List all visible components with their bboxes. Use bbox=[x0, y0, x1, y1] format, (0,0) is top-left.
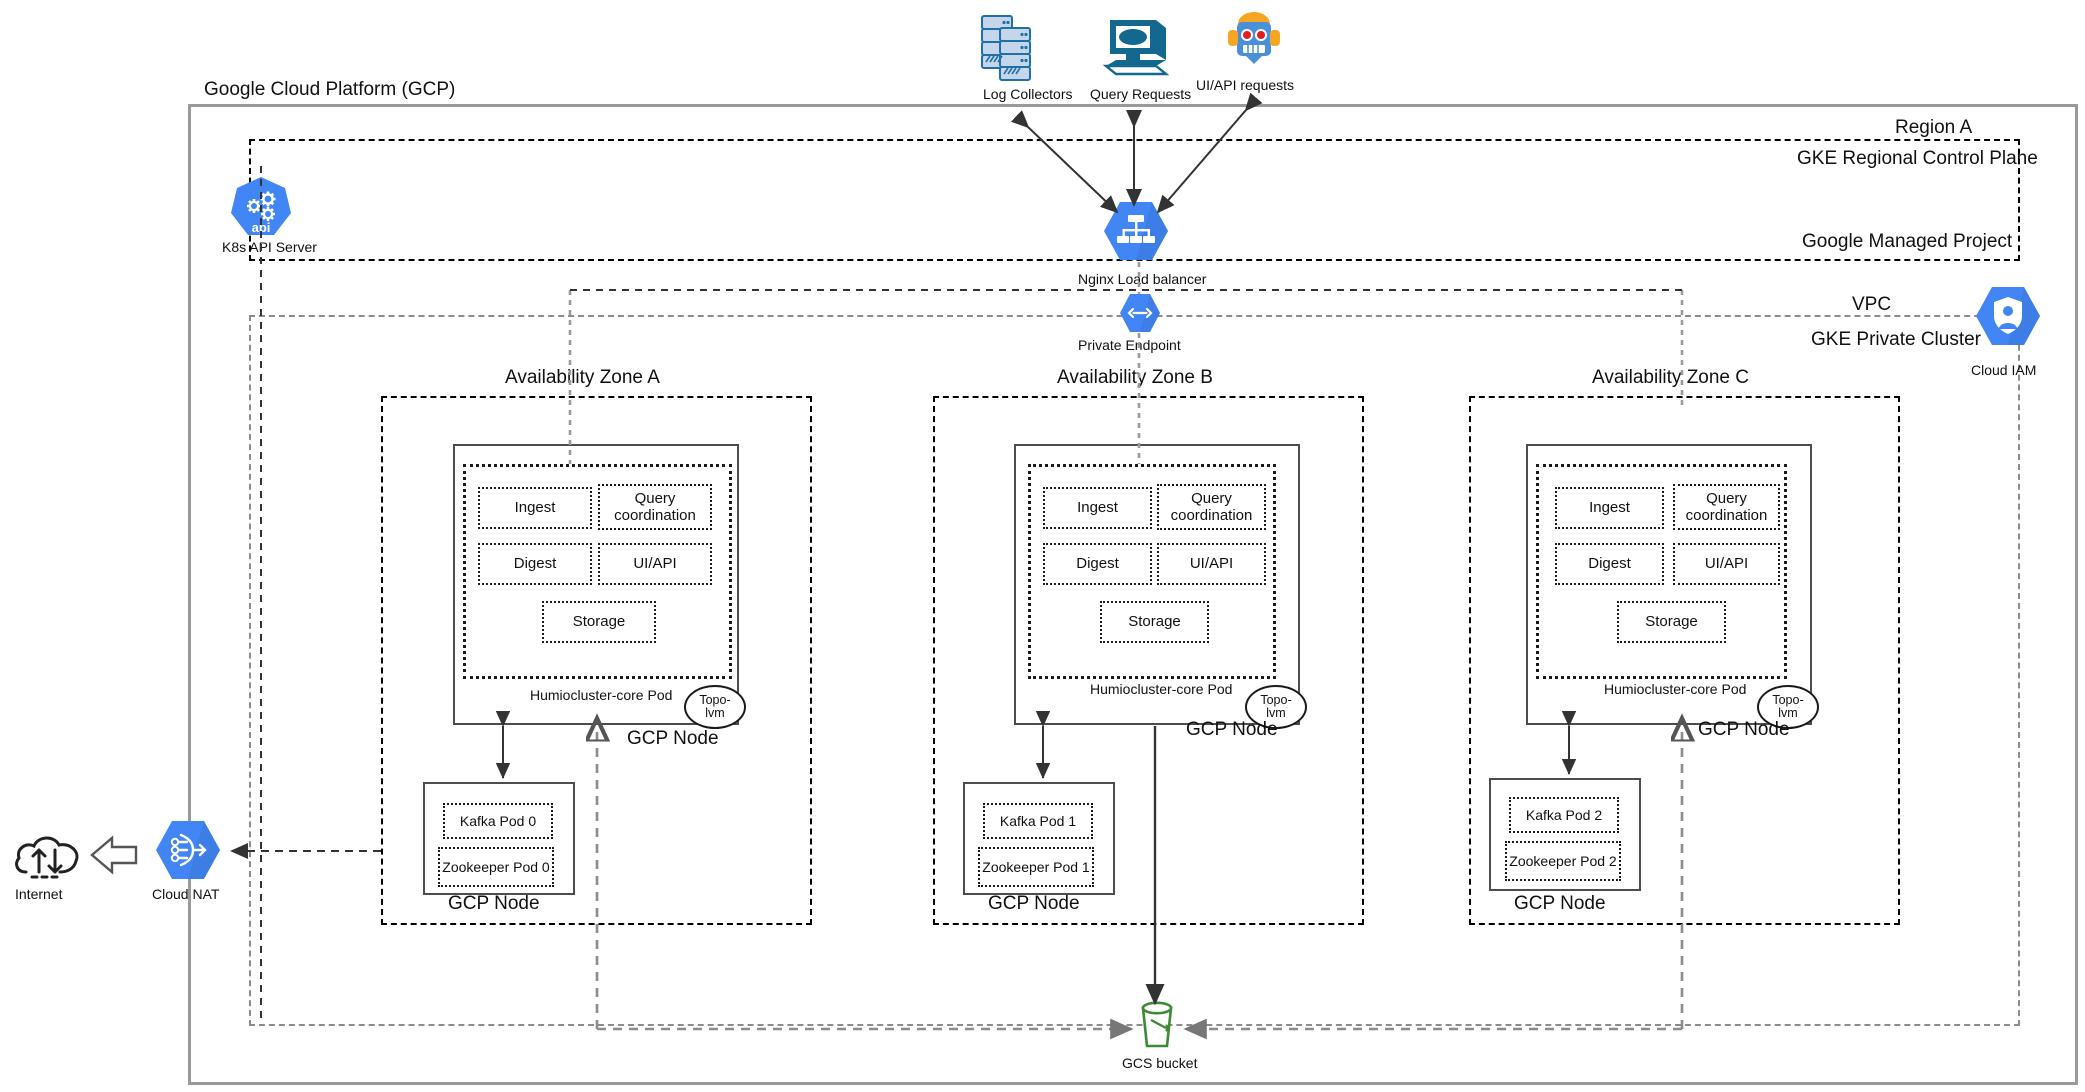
gcp-node-label-broker-a: GCP Node bbox=[448, 893, 540, 914]
cloud-nat-label: Cloud NAT bbox=[152, 886, 220, 902]
component-ui-api-a[interactable]: UI/API bbox=[598, 543, 712, 585]
gcp-node-label-broker-b: GCP Node bbox=[988, 893, 1080, 914]
query-requests-icon-wrap[interactable] bbox=[1100, 14, 1172, 80]
component-label: Storage bbox=[572, 613, 626, 631]
private-endpoint-icon bbox=[1120, 294, 1160, 332]
log-collectors-label: Log Collectors bbox=[983, 86, 1073, 102]
pod-label: Zookeeper Pod 0 bbox=[442, 858, 550, 875]
zookeeper-pod-2[interactable]: Zookeeper Pod 2 bbox=[1505, 841, 1621, 881]
pod-label: Kafka Pod 1 bbox=[999, 812, 1077, 829]
kafka-pod-0[interactable]: Kafka Pod 0 bbox=[443, 803, 553, 839]
component-query-coordination-c[interactable]: Query coordination bbox=[1673, 484, 1780, 530]
component-digest-b[interactable]: Digest bbox=[1043, 543, 1152, 585]
ui-api-requests-icon-wrap[interactable] bbox=[1224, 8, 1284, 68]
gke-private-cluster-label: GKE Private Cluster bbox=[1811, 329, 1981, 350]
pod-label: Zookeeper Pod 2 bbox=[1509, 852, 1617, 869]
ui-api-requests-label: UI/API requests bbox=[1196, 77, 1295, 93]
kafka-pod-1[interactable]: Kafka Pod 1 bbox=[983, 803, 1093, 839]
desktop-monitor-icon bbox=[1102, 20, 1170, 76]
component-label: Digest bbox=[1076, 555, 1119, 573]
component-label: Digest bbox=[1588, 555, 1631, 573]
gke-control-plane-label: GKE Regional Control Plane bbox=[1797, 148, 2038, 169]
component-label: Ingest bbox=[514, 499, 556, 517]
gcs-bucket-label: GCS bucket bbox=[1122, 1055, 1198, 1071]
component-label: UI/API bbox=[1189, 555, 1234, 573]
az-b-label: Availability Zone B bbox=[1057, 367, 1213, 388]
query-requests-label: Query Requests bbox=[1090, 86, 1192, 102]
topolvm-badge-b: Topo- lvm bbox=[1245, 685, 1307, 729]
component-label: Digest bbox=[513, 555, 557, 573]
component-label: Query coordination bbox=[1170, 489, 1253, 524]
zookeeper-pod-0[interactable]: Zookeeper Pod 0 bbox=[438, 847, 554, 887]
gcp-node-label-broker-c: GCP Node bbox=[1514, 893, 1606, 914]
robot-icon bbox=[1228, 12, 1280, 64]
k8s-api-server-label: K8s API Server bbox=[222, 239, 317, 255]
az-c-label: Availability Zone C bbox=[1592, 367, 1750, 388]
component-ingest-b[interactable]: Ingest bbox=[1043, 487, 1152, 529]
component-storage-b[interactable]: Storage bbox=[1100, 601, 1209, 643]
cloud-arrows-icon bbox=[15, 836, 79, 879]
gcp-node-label-core-b: GCP Node bbox=[1186, 719, 1278, 740]
component-storage-c[interactable]: Storage bbox=[1617, 601, 1726, 643]
log-collectors-icon-wrap[interactable] bbox=[978, 12, 1054, 82]
zookeeper-pod-1[interactable]: Zookeeper Pod 1 bbox=[978, 847, 1094, 887]
shield-person-icon bbox=[1976, 287, 2040, 345]
gcp-node-label-core-c: GCP Node bbox=[1698, 719, 1790, 740]
component-label: UI/API bbox=[633, 555, 677, 573]
server-stack-icon bbox=[981, 15, 1031, 81]
load-balancer-label: Nginx Load balancer bbox=[1078, 271, 1207, 287]
private-endpoint-icon-wrap[interactable] bbox=[1119, 293, 1161, 333]
gcp-node-label-core-a: GCP Node bbox=[627, 728, 719, 749]
component-ui-api-c[interactable]: UI/API bbox=[1673, 543, 1780, 585]
bucket-icon bbox=[1141, 1001, 1173, 1048]
topolvm-badge-a: Topo- lvm bbox=[684, 685, 746, 729]
component-ui-api-b[interactable]: UI/API bbox=[1157, 543, 1266, 585]
kafka-pod-2[interactable]: Kafka Pod 2 bbox=[1509, 797, 1619, 833]
component-label: Storage bbox=[1128, 613, 1181, 631]
cloud-iam-label: Cloud IAM bbox=[1971, 362, 2037, 378]
component-query-coordination-a[interactable]: Query coordination bbox=[598, 484, 712, 530]
topolvm-badge-c: Topo- lvm bbox=[1757, 685, 1819, 729]
humiocluster-core-pod-label-c: Humiocluster-core Pod bbox=[1604, 681, 1747, 697]
component-digest-a[interactable]: Digest bbox=[478, 543, 592, 585]
private-endpoint-label: Private Endpoint bbox=[1078, 337, 1181, 353]
az-b-boundary bbox=[933, 396, 1364, 925]
az-c-boundary bbox=[1469, 396, 1900, 925]
svg-text:api: api bbox=[252, 220, 271, 235]
kubernetes-icon: api bbox=[231, 177, 291, 235]
region-a-label: Region A bbox=[1895, 117, 1973, 138]
google-managed-project-label: Google Managed Project bbox=[1802, 231, 2013, 252]
component-storage-a[interactable]: Storage bbox=[542, 601, 656, 643]
internet-label: Internet bbox=[15, 886, 63, 902]
component-ingest-c[interactable]: Ingest bbox=[1555, 487, 1664, 529]
load-balancer-icon bbox=[1104, 202, 1168, 260]
component-label: Ingest bbox=[1589, 499, 1630, 517]
humiocluster-core-pod-label-b: Humiocluster-core Pod bbox=[1090, 681, 1233, 697]
internet-icon-wrap[interactable] bbox=[12, 828, 84, 884]
gcp-boundary bbox=[188, 104, 2078, 1085]
gcs-bucket-icon-wrap[interactable] bbox=[1135, 1000, 1179, 1052]
component-label: Ingest bbox=[1077, 499, 1118, 517]
pod-label: Kafka Pod 0 bbox=[459, 812, 537, 829]
pod-label: Kafka Pod 2 bbox=[1525, 806, 1603, 823]
component-label: UI/API bbox=[1704, 555, 1749, 573]
load-balancer-icon-wrap[interactable] bbox=[1103, 200, 1169, 262]
humiocluster-core-pod-label-a: Humiocluster-core Pod bbox=[530, 687, 673, 703]
component-digest-c[interactable]: Digest bbox=[1555, 543, 1664, 585]
cloud-nat-icon-wrap[interactable] bbox=[155, 819, 221, 881]
component-ingest-a[interactable]: Ingest bbox=[478, 487, 592, 529]
az-a-label: Availability Zone A bbox=[505, 367, 660, 388]
nat-to-internet-arrow bbox=[90, 835, 138, 875]
cloud-iam-icon-wrap[interactable] bbox=[1975, 285, 2041, 347]
k8s-api-server-icon-wrap[interactable]: api bbox=[228, 175, 294, 241]
component-label: Storage bbox=[1645, 613, 1698, 631]
pod-label: Zookeeper Pod 1 bbox=[982, 858, 1090, 875]
component-label: Query coordination bbox=[614, 489, 696, 524]
cloud-nat-icon bbox=[156, 821, 220, 879]
component-label: Query coordination bbox=[1685, 489, 1768, 524]
component-query-coordination-b[interactable]: Query coordination bbox=[1157, 484, 1266, 530]
gcp-title: Google Cloud Platform (GCP) bbox=[204, 79, 456, 100]
vpc-label: VPC bbox=[1852, 294, 1892, 315]
